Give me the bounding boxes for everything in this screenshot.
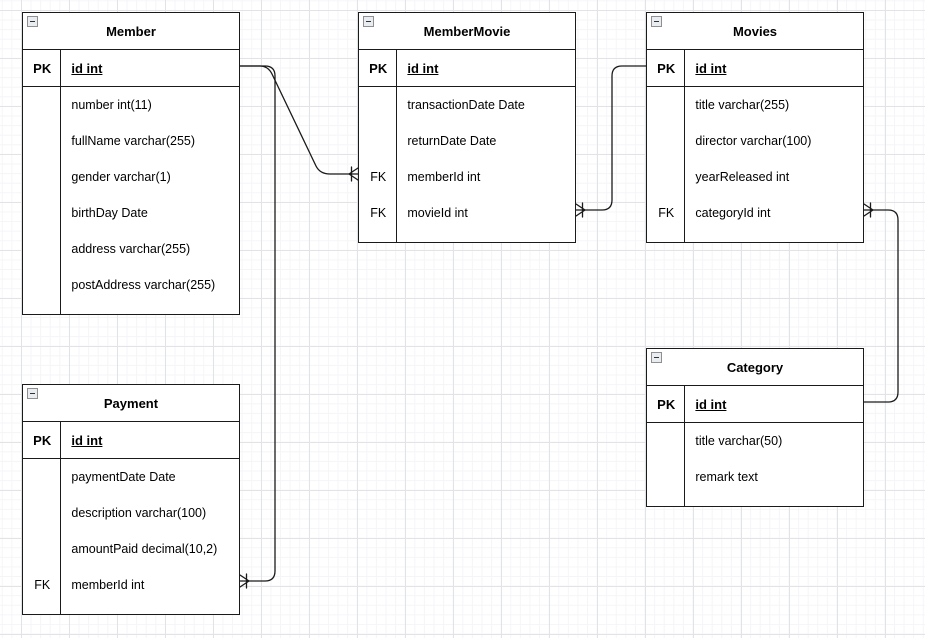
attribute-row[interactable]: FK categoryId int — [647, 195, 863, 231]
attribute-row[interactable]: remark text — [647, 459, 863, 495]
entity-header[interactable]: Category — [647, 349, 863, 386]
attribute-row[interactable]: transactionDate Date — [359, 87, 575, 123]
attribute-label: fullName varchar(255) — [71, 134, 196, 148]
attribute-label: id int — [695, 60, 727, 76]
attribute-label: remark text — [695, 470, 758, 484]
entity-title: Payment — [103, 395, 159, 411]
column-divider — [684, 50, 686, 242]
collapse-minus-icon[interactable] — [27, 388, 38, 399]
entity-title: MemberMovie — [423, 23, 511, 39]
attribute-label: movieId int — [407, 206, 468, 220]
attribute-label: memberId int — [71, 578, 145, 592]
attribute-label: id int — [695, 396, 727, 412]
attribute-row[interactable]: address varchar(255) — [23, 231, 239, 267]
attribute-label: returnDate Date — [407, 134, 497, 148]
attribute-row[interactable]: PK id int — [647, 50, 863, 87]
attribute-label: paymentDate Date — [71, 470, 176, 484]
collapse-minus-icon[interactable] — [651, 352, 662, 363]
attribute-row[interactable]: PK id int — [359, 50, 575, 87]
key-label: PK — [33, 432, 52, 448]
attribute-row[interactable]: PK id int — [23, 50, 239, 87]
column-divider — [684, 386, 686, 506]
attribute-row[interactable]: gender varchar(1) — [23, 159, 239, 195]
attribute-row[interactable]: number int(11) — [23, 87, 239, 123]
attribute-row[interactable]: director varchar(100) — [647, 123, 863, 159]
attribute-row[interactable]: postAddress varchar(255) — [23, 267, 239, 303]
attribute-row[interactable]: PK id int — [647, 386, 863, 423]
collapse-minus-icon[interactable] — [27, 16, 38, 27]
attribute-label: postAddress varchar(255) — [71, 278, 216, 292]
key-label: FK — [34, 578, 51, 592]
attribute-label: number int(11) — [71, 98, 152, 112]
attribute-label: yearReleased int — [695, 170, 790, 184]
attribute-row[interactable]: yearReleased int — [647, 159, 863, 195]
key-label: PK — [657, 60, 676, 76]
attribute-row[interactable]: fullName varchar(255) — [23, 123, 239, 159]
column-divider — [396, 50, 398, 242]
attribute-row[interactable]: PK id int — [23, 422, 239, 459]
attribute-row[interactable]: paymentDate Date — [23, 459, 239, 495]
attribute-row[interactable]: returnDate Date — [359, 123, 575, 159]
crowsfoot-many-icon — [239, 573, 250, 589]
attribute-label: id int — [407, 60, 439, 76]
entity-header[interactable]: Movies — [647, 13, 863, 50]
attribute-label: gender varchar(1) — [71, 170, 171, 184]
attribute-label: categoryId int — [695, 206, 771, 220]
attribute-label: transactionDate Date — [407, 98, 525, 112]
key-label: FK — [658, 206, 675, 220]
attribute-label: title varchar(50) — [695, 434, 783, 448]
column-divider — [60, 50, 62, 314]
crowsfoot-many-icon — [575, 202, 586, 218]
entity-title: Category — [726, 359, 784, 375]
key-label: PK — [657, 396, 676, 412]
entity-header[interactable]: MemberMovie — [359, 13, 575, 50]
key-label: FK — [370, 206, 387, 220]
attribute-row[interactable]: title varchar(50) — [647, 423, 863, 459]
collapse-minus-icon[interactable] — [363, 16, 374, 27]
entity-header[interactable]: Member — [23, 13, 239, 50]
key-label: PK — [33, 60, 52, 76]
attribute-label: director varchar(100) — [695, 134, 812, 148]
key-label: FK — [370, 170, 387, 184]
attribute-label: amountPaid decimal(10,2) — [71, 542, 218, 556]
attribute-row[interactable]: FK movieId int — [359, 195, 575, 231]
entity-title: Movies — [732, 23, 778, 39]
key-label: PK — [369, 60, 388, 76]
attribute-row[interactable]: birthDay Date — [23, 195, 239, 231]
edge-member-payment[interactable] — [239, 65, 276, 589]
attribute-label: title varchar(255) — [695, 98, 790, 112]
crowsfoot-many-icon — [348, 166, 359, 182]
crowsfoot-many-icon — [863, 202, 874, 218]
column-divider — [60, 422, 62, 614]
attribute-row[interactable]: FK memberId int — [359, 159, 575, 195]
attribute-label: description varchar(100) — [71, 506, 207, 520]
edge-category-movies[interactable] — [863, 202, 899, 403]
attribute-label: id int — [71, 60, 103, 76]
entity-title: Member — [106, 23, 156, 39]
attribute-label: id int — [71, 432, 103, 448]
attribute-row[interactable]: title varchar(255) — [647, 87, 863, 123]
collapse-minus-icon[interactable] — [651, 16, 662, 27]
edge-movies-membermovie[interactable] — [575, 65, 647, 218]
attribute-row[interactable]: description varchar(100) — [23, 495, 239, 531]
edge-member-membermovie[interactable] — [239, 65, 359, 182]
entity-header[interactable]: Payment — [23, 385, 239, 422]
attribute-row[interactable]: amountPaid decimal(10,2) — [23, 531, 239, 567]
attribute-label: memberId int — [407, 170, 481, 184]
attribute-label: birthDay Date — [71, 206, 148, 220]
attribute-row[interactable]: FK memberId int — [23, 567, 239, 603]
attribute-label: address varchar(255) — [71, 242, 191, 256]
